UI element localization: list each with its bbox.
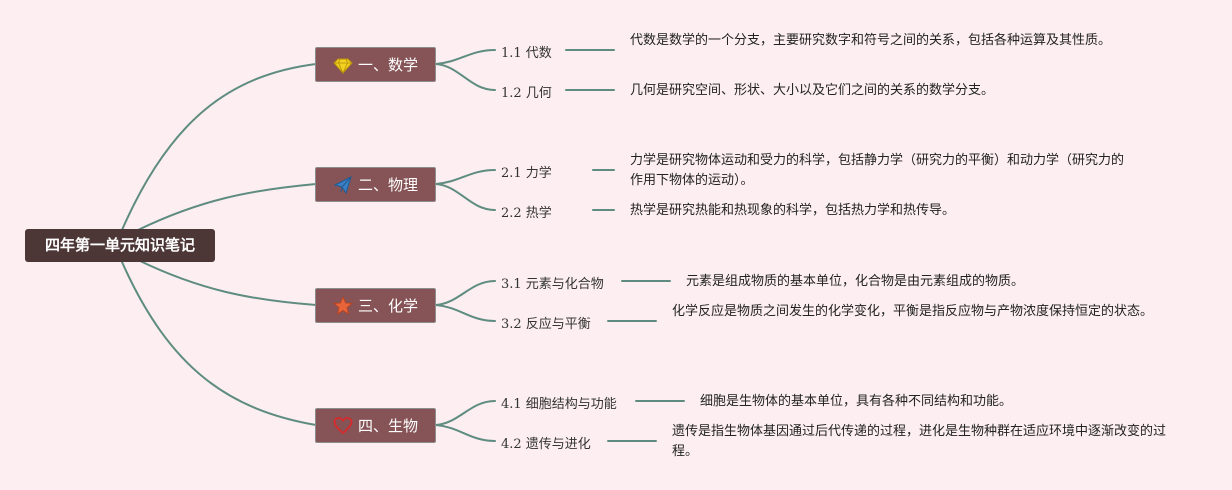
sub-node-reaction-equilibrium[interactable]: 3.2 反应与平衡 <box>501 317 591 332</box>
note-mechanics: 力学是研究物体运动和受力的科学，包括静力学（研究力的平衡）和动力学（研究力的作用… <box>630 153 1125 188</box>
note-reaction-equilibrium: 化学反应是物质之间发生的化学变化，平衡是指反应物与产物浓度保持恒定的状态。 <box>672 304 1154 319</box>
branch-node-chemistry[interactable]: 三、化学 <box>315 288 436 323</box>
note-algebra: 代数是数学的一个分支，主要研究数字和符号之间的关系，包括各种运算及其性质。 <box>630 33 1112 48</box>
branch-1-to-sub-2-line <box>435 63 496 91</box>
note-geometry: 几何是研究空间、形状、大小以及它们之间的关系的数学分支。 <box>630 83 995 98</box>
sub-node-elements-compounds[interactable]: 3.1 元素与化合物 <box>501 277 604 292</box>
branch-node-physics[interactable]: 二、物理 <box>315 167 436 202</box>
branch-1-to-sub-1-line <box>435 49 496 65</box>
branch-node-biology[interactable]: 四、生物 <box>315 408 436 443</box>
sub-node-algebra[interactable]: 1.1 代数 <box>501 46 552 61</box>
note-cell-structure: 细胞是生物体的基本单位，具有各种不同结构和功能。 <box>700 394 1013 409</box>
root-to-branch-4-line <box>121 261 317 426</box>
branch-label: 四、生物 <box>357 417 418 435</box>
branch-4-to-sub-2-line <box>435 424 496 442</box>
paper-plane-icon <box>333 175 352 194</box>
branch-node-math[interactable]: 一、数学 <box>315 47 436 82</box>
branch-2-to-sub-2-line <box>435 183 496 211</box>
sub-node-mechanics[interactable]: 2.1 力学 <box>501 166 552 181</box>
heart-icon <box>333 416 353 434</box>
root-to-branch-3-line <box>137 259 317 306</box>
root-to-branch-2-line <box>137 183 317 231</box>
branch-3-to-sub-2-line <box>435 304 496 322</box>
root-to-branch-1-line <box>121 63 317 231</box>
root-node[interactable]: 四年第一单元知识笔记 <box>25 229 215 262</box>
note-heredity-evolution: 遗传是指生物体基因通过后代传递的过程，进化是生物种群在适应环境中逐渐改变的过程。 <box>672 424 1167 459</box>
branch-4-to-sub-1-line <box>435 400 496 426</box>
diamond-icon <box>333 58 353 74</box>
sub-node-heredity-evolution[interactable]: 4.2 遗传与进化 <box>501 437 591 452</box>
sub-node-geometry[interactable]: 1.2 几何 <box>501 86 552 101</box>
branch-3-to-sub-1-line <box>435 280 496 306</box>
branch-label: 二、物理 <box>357 176 418 194</box>
sub-node-cell-structure[interactable]: 4.1 细胞结构与功能 <box>501 397 617 412</box>
branch-label: 三、化学 <box>357 297 418 315</box>
branch-label: 一、数学 <box>357 56 418 74</box>
sub-node-thermology[interactable]: 2.2 热学 <box>501 206 552 221</box>
branch-2-to-sub-1-line <box>435 169 496 185</box>
note-elements-compounds: 元素是组成物质的基本单位，化合物是由元素组成的物质。 <box>686 274 1025 289</box>
note-thermology: 热学是研究热能和热现象的科学，包括热力学和热传导。 <box>630 203 956 218</box>
star-icon <box>332 295 353 315</box>
